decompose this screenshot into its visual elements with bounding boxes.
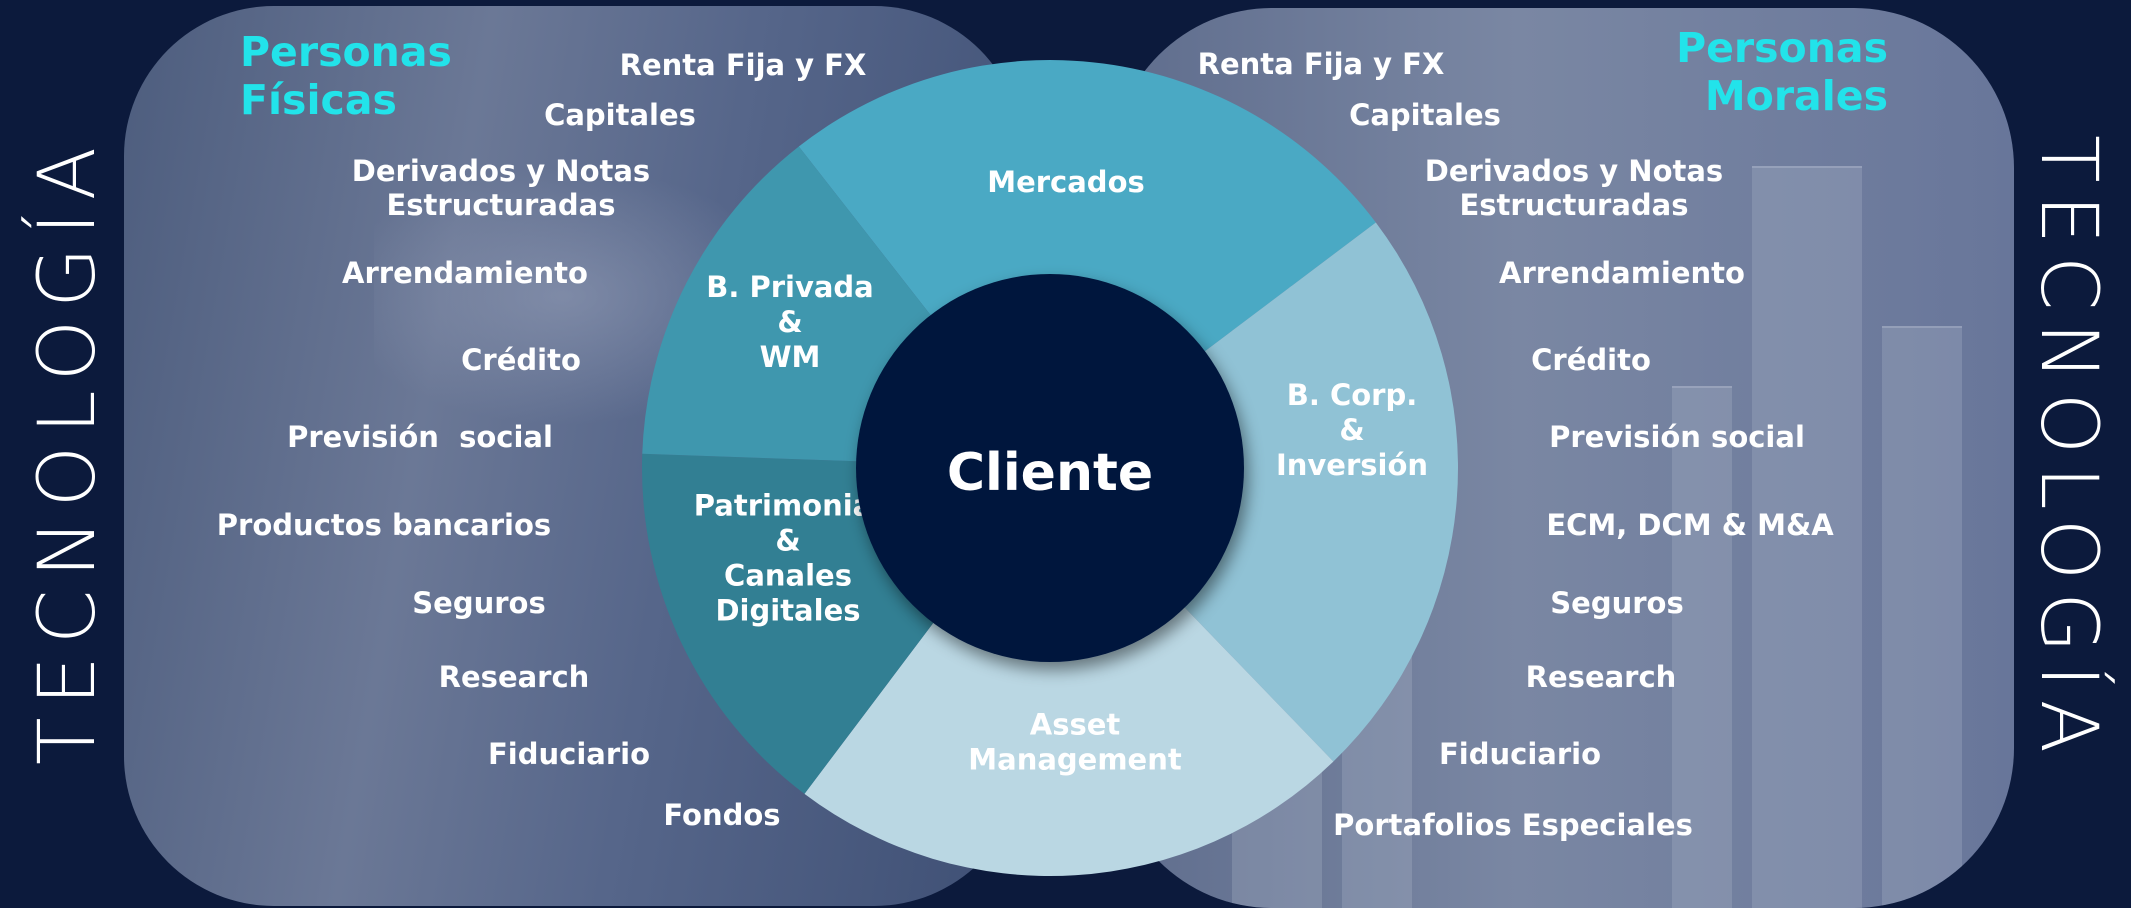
segment-b-privada-label: B. Privada&WM: [706, 270, 874, 374]
right-item: Crédito: [1531, 343, 1651, 377]
segment-label-line: Canales: [724, 559, 852, 593]
right-item: Arrendamiento: [1499, 256, 1745, 290]
segment-b-corp-label: B. Corp.&Inversión: [1276, 378, 1428, 482]
segment-label-line: Asset: [1030, 708, 1121, 742]
building-photo: [1882, 326, 1962, 908]
right-item: Derivados y Notas Estructuradas: [1424, 154, 1724, 222]
segment-label-line: B. Privada: [706, 270, 874, 304]
segment-label-line: Inversión: [1276, 448, 1428, 482]
segment-mercados-label: Mercados: [987, 165, 1145, 199]
right-item: ECM, DCM & M&A: [1546, 508, 1834, 542]
segment-mercados: [798, 59, 1376, 354]
building-photo: [1672, 386, 1732, 908]
diagram-stage: TECNOLOGÍA TECNOLOGÍA Personas Físicas P…: [23, 6, 2113, 908]
client-label: Cliente: [947, 443, 1153, 503]
right-item: Portafolios Especiales: [1333, 808, 1693, 842]
left-item: Capitales: [544, 98, 696, 132]
segment-label-line: Patrimonial: [694, 489, 882, 523]
left-item: Arrendamiento: [342, 256, 588, 290]
right-item: Fiduciario: [1438, 737, 1602, 771]
personas-morales-heading: Personas Morales: [1676, 24, 1888, 120]
left-item: Derivados y Notas Estructuradas: [351, 154, 651, 222]
right-item: Capitales: [1349, 98, 1501, 132]
left-item: Research: [438, 660, 590, 694]
left-item: Fondos: [663, 798, 781, 832]
right-item: Research: [1525, 660, 1677, 694]
building-photo: [1752, 166, 1862, 908]
segment-label-line: &: [1339, 413, 1364, 447]
segment-label-line: Management: [968, 743, 1182, 777]
left-item: Previsión social: [287, 420, 553, 454]
segment-label-line: &: [775, 524, 800, 558]
segment-label-line: &: [777, 305, 802, 339]
segment-label-line: B. Corp.: [1287, 378, 1418, 412]
left-item: Crédito: [461, 343, 581, 377]
segment-b-privada: [642, 146, 934, 462]
right-item: Previsión social: [1549, 420, 1805, 454]
client-core: [856, 274, 1244, 662]
left-item: Renta Fija y FX: [619, 48, 867, 82]
left-item: Seguros: [412, 586, 546, 620]
segment-label-line: Mercados: [987, 165, 1145, 199]
left-item: Fiduciario: [487, 737, 651, 771]
segment-patrimonial: [642, 453, 936, 794]
right-item: Renta Fija y FX: [1197, 47, 1445, 81]
segment-label-line: Digitales: [715, 594, 860, 628]
right-item: Seguros: [1550, 586, 1684, 620]
personas-fisicas-heading: Personas Físicas: [240, 28, 452, 124]
segment-asset-management: [804, 604, 1334, 877]
left-item: Productos bancarios: [216, 508, 552, 542]
segment-label-line: WM: [760, 340, 821, 374]
segment-b-corp: [1181, 222, 1459, 762]
